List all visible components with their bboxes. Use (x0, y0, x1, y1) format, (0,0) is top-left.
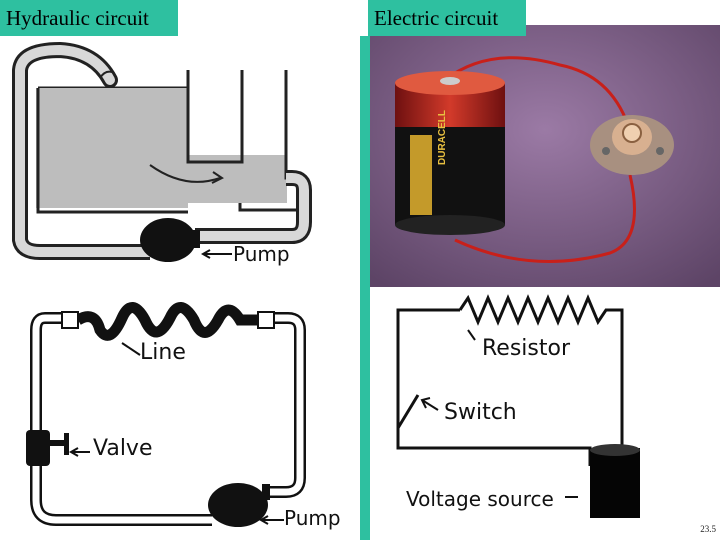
hose-line (75, 302, 258, 341)
circuit-photo: DURACELL (370, 25, 720, 287)
teal-divider (360, 36, 370, 540)
battery: DURACELL (395, 71, 505, 235)
circuit-wire-left (396, 308, 592, 466)
hydraulic-loop (30, 302, 306, 526)
voltage-source-symbol (590, 448, 640, 518)
pump-label-top: Pump (233, 242, 290, 266)
hydraulic-title: Hydraulic circuit (0, 0, 178, 36)
resistor-label: Resistor (482, 336, 570, 361)
hydraulic-panel: Hydraulic circuit Pump Line Valve Pump (0, 0, 341, 530)
switch-label: Switch (444, 400, 517, 425)
electric-panel: DURACELL Electric circuit Resistor Switc… (360, 0, 720, 540)
line-label: Line (140, 340, 186, 365)
hydraulic-diagrams (11, 41, 312, 527)
pump-label-bottom: Pump (284, 506, 341, 530)
wire-top (444, 56, 630, 126)
pump-bottom (208, 483, 284, 527)
tank-drawing (11, 41, 312, 260)
left-tank-water (36, 88, 188, 208)
valve (26, 430, 90, 466)
fitting-right (257, 311, 275, 329)
valve-label: Valve (93, 436, 153, 461)
battery-brand: DURACELL (437, 110, 448, 165)
fitting-left (61, 311, 79, 329)
slide-number: 23.5 (700, 524, 716, 534)
wire-bottom (454, 174, 636, 263)
electric-schematic (396, 294, 640, 518)
pump-top (140, 218, 232, 262)
resistor-symbol (458, 294, 624, 450)
electric-title: Electric circuit (368, 0, 526, 36)
voltage-source-label: Voltage source (406, 487, 554, 511)
bulb-socket (590, 115, 674, 175)
switch-symbol (396, 394, 420, 429)
